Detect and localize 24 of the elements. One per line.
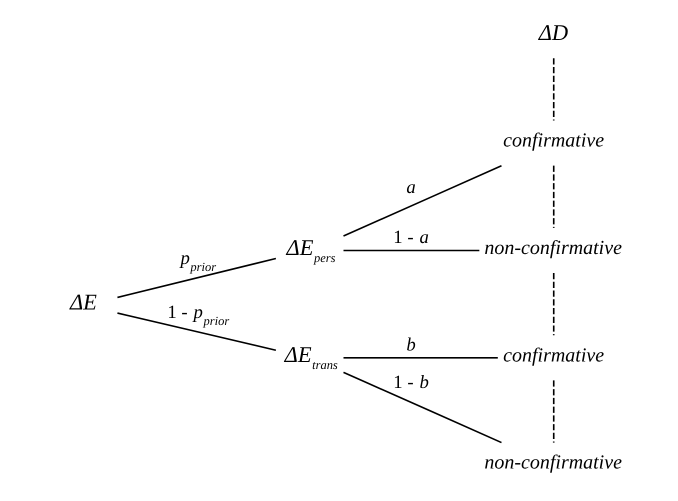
node-text: non-confirmative [484, 452, 622, 474]
connector [552, 380, 555, 443]
connector [344, 357, 498, 359]
connector [117, 312, 276, 352]
edge-label: 1 - b [393, 372, 429, 393]
edge-label: b [406, 334, 416, 356]
node-text: non-confirmative [484, 236, 622, 259]
edge-label: 1 - p$_{prior}$ [167, 302, 230, 328]
connector [343, 165, 502, 237]
node-text: ΔE$_{pers}$ [286, 234, 336, 265]
edge-label: a [406, 177, 416, 198]
node-text: confirmative [503, 130, 604, 152]
connector [552, 58, 555, 120]
connector [344, 250, 480, 252]
node-text: ΔD [538, 20, 568, 46]
connector [552, 166, 555, 228]
connector [343, 372, 502, 444]
connector [552, 273, 555, 336]
connector [117, 258, 276, 298]
edge-label: 1 - a [393, 227, 429, 248]
node-text: confirmative [503, 344, 604, 366]
edge-label: p$_{prior}$ [180, 248, 216, 274]
node-text: ΔE [70, 290, 97, 315]
node-text: ΔE$_{trans}$ [284, 342, 338, 372]
